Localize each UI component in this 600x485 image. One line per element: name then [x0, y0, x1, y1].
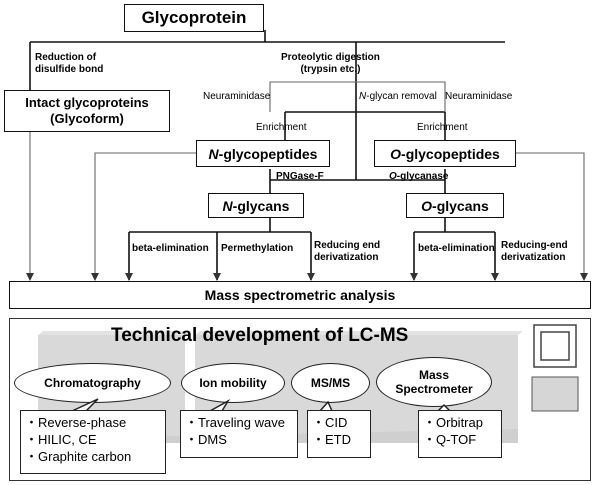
- msms-label: MS/MS: [310, 376, 351, 390]
- msms-oval: MS/MS: [291, 363, 370, 403]
- n-glycopeptides-label: N-glycopeptides: [209, 146, 318, 162]
- bullet: ・: [25, 449, 39, 464]
- o-glycans-rest: -glycans: [432, 197, 489, 214]
- ion-mobility-item: ・DMS: [185, 431, 293, 448]
- bullet: ・: [423, 432, 437, 447]
- nglycan-removal-prefix: N: [359, 91, 367, 102]
- n-glycopeptides-box: N-glycopeptides: [196, 140, 330, 167]
- bullet: ・: [312, 432, 326, 447]
- ion-mobility-item: ・Traveling wave: [185, 414, 293, 431]
- proteolytic-label: Proteolytic digestion (trypsin etc.): [281, 52, 380, 75]
- bullet: ・: [185, 432, 199, 447]
- msms-item: ・ETD: [312, 431, 366, 448]
- ion-mobility-callout: ・Traveling wave ・DMS: [180, 410, 298, 458]
- msms-item: ・CID: [312, 414, 366, 431]
- reducing-end-right-label: Reducing-end derivatization: [501, 240, 568, 263]
- beta-elimination-right-label: beta-elimination: [418, 243, 495, 254]
- o-glycans-prefix: O: [421, 197, 433, 214]
- o-glycans-box: O-glycans: [406, 193, 504, 218]
- tech-panel: Technical development of LC-MS Chromatog…: [9, 318, 591, 481]
- ion-mobility-item-text: Traveling wave: [198, 415, 285, 430]
- tech-title: Technical development of LC-MS: [111, 325, 409, 346]
- mass-spectrometer-callout: ・Orbitrap ・Q-TOF: [418, 410, 502, 458]
- flow-connectors: [26, 30, 588, 281]
- mass-spec-label: Mass spectrometric analysis: [204, 287, 396, 303]
- mass-spectrometer-item-text: Orbitrap: [436, 415, 483, 430]
- intact-glycoproteins-label: Intact glycoproteins (Glycoform): [25, 95, 149, 126]
- o-glycopeptides-prefix: O: [390, 145, 402, 162]
- beta-elimination-left-label: beta-elimination: [132, 243, 209, 254]
- thin-arrows: [26, 81, 588, 281]
- chromatography-label: Chromatography: [44, 376, 141, 390]
- mass-spectrometer-item: ・Orbitrap: [423, 414, 497, 431]
- reducing-end-left-label: Reducing end derivatization: [314, 240, 381, 263]
- intact-glycoproteins-box: Intact glycoproteins (Glycoform): [4, 90, 170, 132]
- slab-top-left: [38, 331, 190, 335]
- reduction-label: Reduction of disulfide bond: [35, 52, 104, 75]
- mass-spectrometer-label: Mass Spectrometer: [395, 368, 473, 396]
- bullet: ・: [25, 432, 39, 447]
- neuraminidase-right-label: Neuraminidase: [445, 91, 513, 102]
- oglycanase-prefix: O: [389, 171, 397, 182]
- pngase-label: PNGase-F: [276, 171, 324, 182]
- mass-spectrometer-oval: Mass Spectrometer: [376, 357, 492, 407]
- glycoprotein-box: Glycoprotein: [124, 4, 264, 32]
- o-glycopeptides-box: O-glycopeptides: [374, 140, 516, 167]
- chromatography-item-text: HILIC, CE: [38, 432, 97, 447]
- branch-arrows: [125, 232, 499, 281]
- enrichment-right-label: Enrichment: [417, 122, 468, 133]
- oglycanase-label: O-glycanase: [389, 171, 448, 183]
- n-glycopeptides-rest: -glycopeptides: [218, 145, 318, 162]
- thick-lines: [29, 30, 505, 233]
- nglycan-removal-label: N-glycan removal: [359, 91, 437, 103]
- o-glycopeptides-rest: -glycopeptides: [401, 145, 500, 162]
- glycoprotein-label: Glycoprotein: [141, 8, 247, 27]
- chromatography-oval: Chromatography: [14, 363, 171, 403]
- ion-mobility-oval: Ion mobility: [181, 363, 285, 403]
- n-glycans-rest: -glycans: [232, 197, 290, 214]
- slab-top-right: [195, 331, 523, 335]
- neuraminidase-left-label: Neuraminidase: [203, 91, 271, 102]
- nglycan-removal-rest: -glycan removal: [366, 91, 437, 102]
- n-glycans-label: N-glycans: [223, 198, 290, 214]
- msms-callout: ・CID ・ETD: [307, 410, 371, 458]
- mass-spectrometer-item: ・Q-TOF: [423, 431, 497, 448]
- msms-item-text: CID: [325, 415, 348, 430]
- bullet: ・: [423, 415, 437, 430]
- msms-item-text: ETD: [325, 432, 352, 447]
- n-glycans-prefix: N: [222, 197, 233, 214]
- enrichment-left-label: Enrichment: [256, 122, 307, 133]
- chromatography-item: ・HILIC, CE: [25, 431, 161, 448]
- chromatography-item: ・Reverse-phase: [25, 414, 161, 431]
- permethylation-label: Permethylation: [221, 243, 294, 254]
- oglycanase-rest: -glycanase: [396, 171, 449, 182]
- ion-mobility-label: Ion mobility: [199, 376, 267, 390]
- chromatography-item-text: Reverse-phase: [38, 415, 127, 430]
- chromatography-item-text: Graphite carbon: [38, 449, 132, 464]
- mass-spec-box: Mass spectrometric analysis: [9, 281, 591, 309]
- n-glycans-box: N-glycans: [208, 193, 304, 218]
- ion-mobility-item-text: DMS: [198, 432, 227, 447]
- n-glycopeptides-prefix: N: [208, 145, 219, 162]
- bullet: ・: [185, 415, 199, 430]
- o-glycopeptides-label: O-glycopeptides: [390, 146, 500, 162]
- o-glycans-label: O-glycans: [421, 198, 489, 214]
- bullet: ・: [312, 415, 326, 430]
- chromatography-item: ・Graphite carbon: [25, 448, 161, 465]
- chromatography-callout: ・Reverse-phase ・HILIC, CE ・Graphite carb…: [20, 410, 166, 474]
- mass-spectrometer-item-text: Q-TOF: [436, 432, 477, 447]
- bullet: ・: [25, 415, 39, 430]
- instrument-icon-inner: [540, 331, 570, 361]
- instrument-box-icon: [531, 376, 579, 412]
